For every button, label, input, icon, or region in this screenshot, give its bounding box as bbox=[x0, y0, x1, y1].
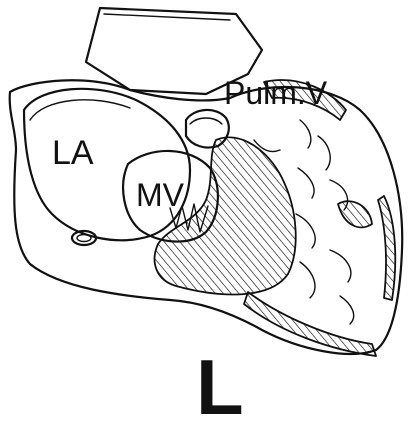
left-atrium bbox=[24, 89, 190, 240]
label-la: LA bbox=[52, 134, 94, 172]
ventricular-wall-hatched bbox=[155, 80, 396, 356]
label-mv: MV bbox=[136, 177, 185, 213]
label-pulm-v: Pulm.V bbox=[224, 75, 328, 111]
panel-label: L bbox=[196, 343, 244, 421]
